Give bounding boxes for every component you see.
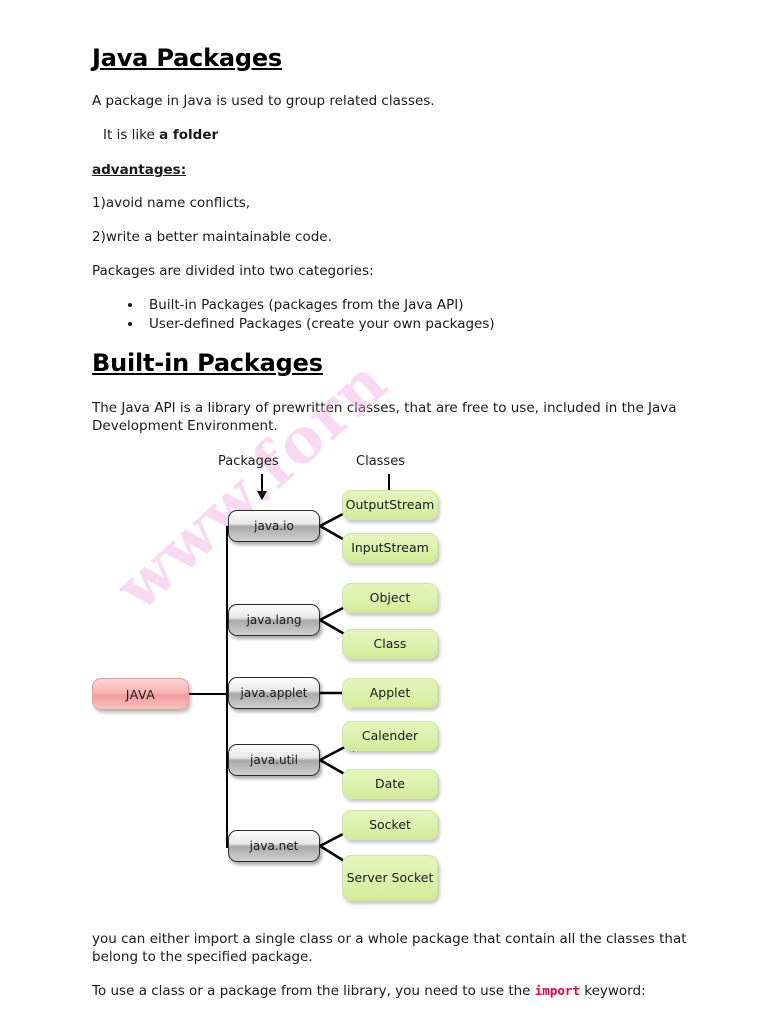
advantage-item-1: 1)avoid name conflicts, [92, 195, 251, 211]
built-in-intro-paragraph: The Java API is a library of prewritten … [92, 400, 677, 434]
diagram-node-date[interactable]: Date [342, 769, 438, 799]
bullet-dot-icon [128, 303, 132, 307]
advantages-label: advantages: [92, 162, 187, 178]
diagram-node-java-net[interactable]: java.net [228, 830, 320, 862]
diagram-column-label-packages: Packages [218, 454, 279, 469]
diagram-node-inputstream[interactable]: InputStream [342, 533, 438, 563]
diagram-column-label-classes: Classes [356, 454, 405, 469]
diagram-node-server-socket[interactable]: Server Socket [342, 855, 438, 901]
advantage-item-2: 2)write a better maintainable code. [92, 229, 332, 245]
diagram-node-object[interactable]: Object [342, 583, 438, 613]
categories-label: Packages are divided into two categories… [92, 263, 374, 279]
import-sentence-suffix: keyword: [579, 983, 646, 999]
section-heading-built-in: Built-in Packages [92, 349, 323, 377]
java-packages-diagram: www.forn Packages Classes JAVA java.io j… [92, 344, 652, 920]
packages-down-arrow-icon [256, 474, 268, 500]
diagram-node-java-util[interactable]: java.util [228, 744, 320, 776]
import-explanation-paragraph: you can either import a single class or … [92, 931, 687, 965]
diagram-node-applet[interactable]: Applet [342, 678, 438, 708]
folder-line-prefix: It is like [103, 127, 160, 143]
diagram-node-calender[interactable]: Calender [342, 721, 438, 751]
folder-line-bold: a folder [159, 127, 219, 143]
list-item: User-defined Packages (create your own p… [128, 315, 495, 334]
wire-vertical-bus [226, 526, 228, 846]
list-item-label: Built-in Packages (packages from the Jav… [149, 297, 464, 313]
diagram-node-java-io[interactable]: java.io [228, 510, 320, 542]
import-keyword: import [534, 983, 580, 998]
intro-paragraph: A package in Java is used to group relat… [92, 93, 435, 109]
import-sentence-prefix: To use a class or a package from the lib… [92, 983, 535, 999]
list-item-label: User-defined Packages (create your own p… [149, 316, 495, 332]
list-item: Built-in Packages (packages from the Jav… [128, 296, 495, 315]
folder-line: It is like a folder [103, 127, 703, 144]
diagram-node-java-lang[interactable]: java.lang [228, 604, 320, 636]
diagram-node-outputstream[interactable]: OutputStream [342, 490, 438, 520]
import-keyword-paragraph: To use a class or a package from the lib… [92, 982, 724, 1000]
page-title: Java Packages [92, 44, 282, 72]
bullet-dot-icon [128, 322, 132, 326]
diagram-node-class[interactable]: Class [342, 629, 438, 659]
wire-root-to-bus [189, 693, 227, 695]
diagram-node-java-applet[interactable]: java.applet [228, 677, 320, 709]
diagram-node-java-root[interactable]: JAVA [92, 678, 189, 710]
category-bullet-list: Built-in Packages (packages from the Jav… [128, 296, 495, 334]
diagram-node-socket[interactable]: Socket [342, 810, 438, 840]
